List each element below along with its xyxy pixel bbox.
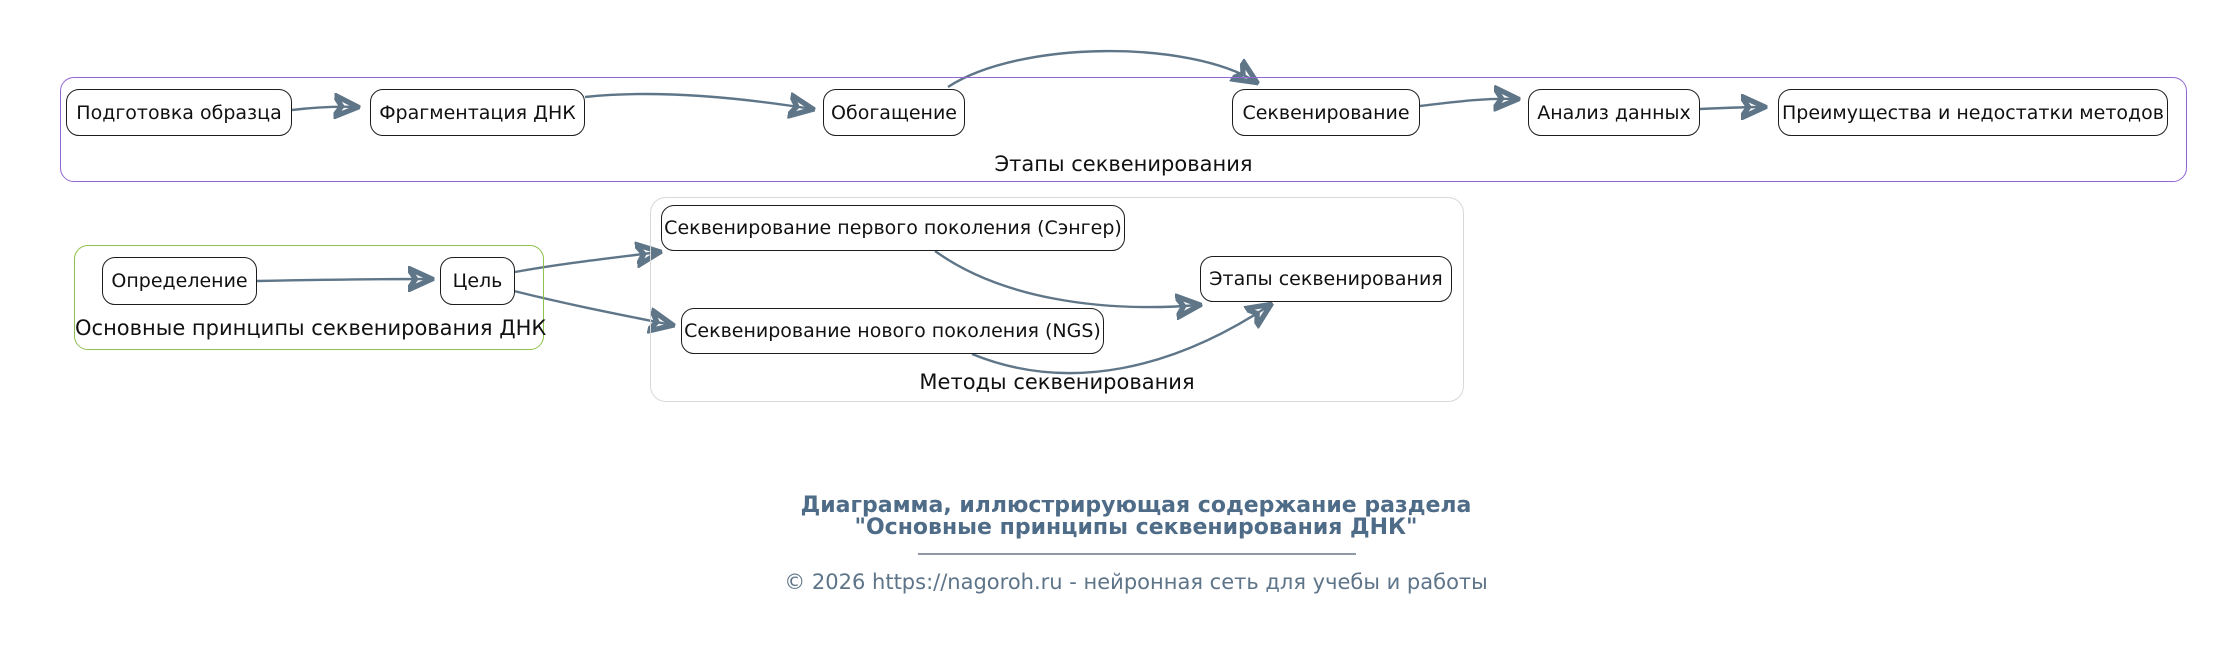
node-sanger: Секвенирование первого поколения (Сэнгер… — [661, 205, 1125, 251]
footer-caption-line2: "Основные принципы секвенирования ДНК" — [854, 515, 1418, 540]
node-ngs: Секвенирование нового поколения (NGS) — [681, 308, 1104, 354]
cluster-stages: Этапы секвенирования — [60, 77, 2187, 182]
node-sekvenirovanie: Секвенирование — [1232, 89, 1420, 136]
cluster-methods-label: Методы секвенирования — [919, 370, 1195, 394]
cluster-stages-label: Этапы секвенирования — [994, 152, 1253, 176]
node-preimushestva-nedostatki: Преимущества и недостатки методов — [1778, 89, 2168, 136]
footer-caption: Диаграмма, иллюстрирующая содержание раз… — [0, 495, 2240, 539]
node-opredelenie: Определение — [102, 257, 257, 305]
node-fragmentacia-dnk: Фрагментация ДНК — [370, 89, 585, 136]
node-analiz-dannyh: Анализ данных — [1528, 89, 1700, 136]
cluster-principles: Основные принципы секвенирования ДНК — [74, 245, 547, 350]
footer-divider — [918, 553, 1356, 555]
node-podgotovka-obrazca: Подготовка образца — [66, 89, 292, 136]
node-etapy-sekvenirovaniya: Этапы секвенирования — [1200, 256, 1452, 302]
cluster-methods: Методы секвенирования — [650, 197, 1464, 402]
node-obogashenie: Обогащение — [823, 89, 965, 136]
cluster-principles-label: Основные принципы секвенирования ДНК — [75, 316, 547, 340]
node-cel: Цель — [440, 257, 515, 305]
footer-caption-line1: Диаграмма, иллюстрирующая содержание раз… — [800, 493, 1472, 518]
footer-copyright: © 2026 https://nagoroh.ru - нейронная се… — [784, 570, 1488, 594]
